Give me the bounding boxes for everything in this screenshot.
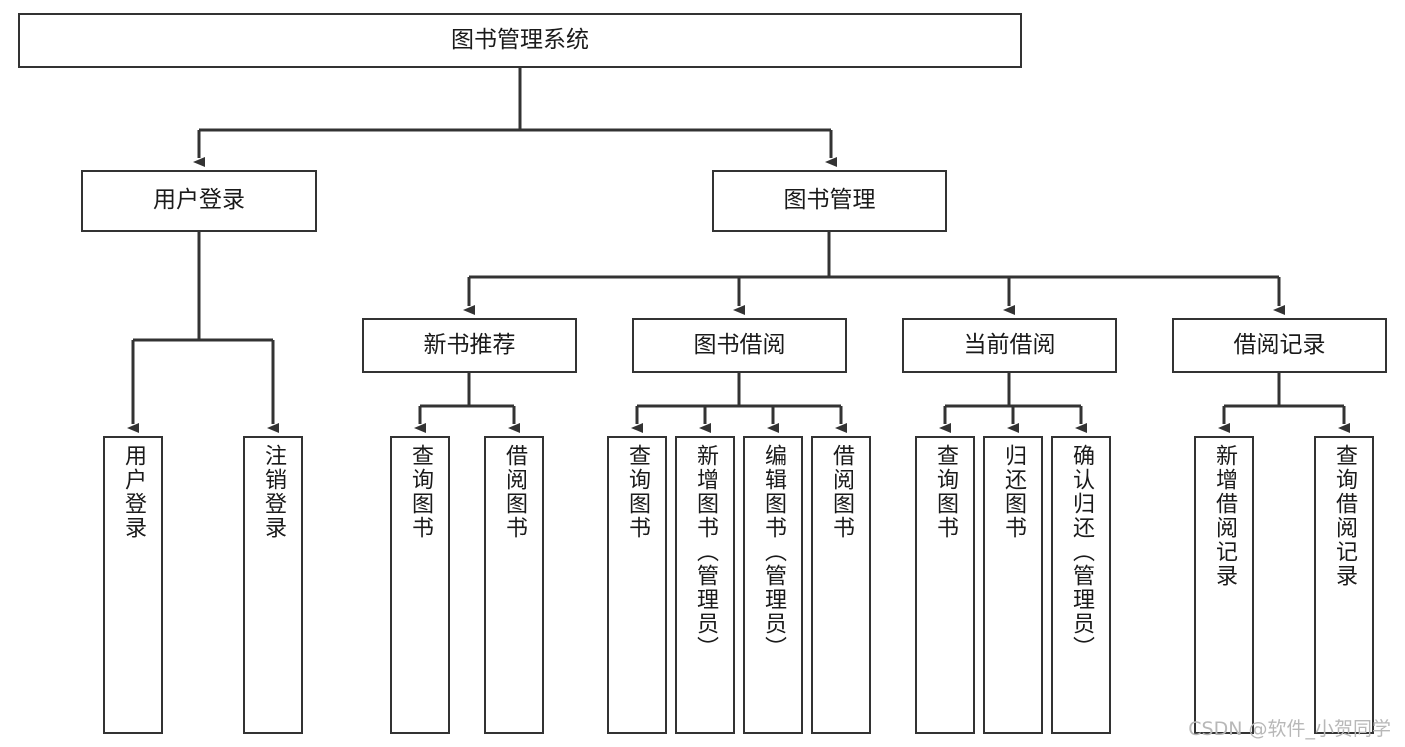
node-label: 图书借阅: [693, 331, 786, 358]
node-book-borrow[interactable]: 图书借阅: [632, 318, 847, 373]
node-borrow-record[interactable]: 借阅记录: [1172, 318, 1387, 373]
node-leaf-borrow-book[interactable]: 借阅图书: [811, 436, 871, 734]
node-label: 借阅记录: [1233, 331, 1326, 358]
node-label: 新书推荐: [423, 331, 516, 358]
node-label: 新增借阅记录: [1212, 444, 1237, 588]
node-label: 当前借阅: [963, 331, 1056, 358]
node-new-book-recommend[interactable]: 新书推荐: [362, 318, 577, 373]
node-label: 图书管理: [783, 187, 876, 214]
node-label: 用户登录: [153, 187, 245, 214]
node-current-borrow[interactable]: 当前借阅: [902, 318, 1117, 373]
node-label: 归还图书: [1001, 444, 1026, 540]
node-leaf-query-book-borrow[interactable]: 查询图书: [607, 436, 667, 734]
node-label: 用户登录: [121, 444, 146, 540]
node-user-login[interactable]: 用户登录: [81, 170, 317, 232]
node-label: 编辑图书（管理员）: [761, 444, 786, 660]
node-label: 查询图书: [933, 444, 958, 540]
node-leaf-query-book-current[interactable]: 查询图书: [915, 436, 975, 734]
node-label: 查询图书: [625, 444, 650, 540]
node-leaf-edit-book-admin[interactable]: 编辑图书（管理员）: [743, 436, 803, 734]
node-leaf-query-book-recommend[interactable]: 查询图书: [390, 436, 450, 734]
node-label: 图书管理系统: [451, 26, 589, 53]
node-leaf-add-borrow-record[interactable]: 新增借阅记录: [1194, 436, 1254, 734]
node-label: 借阅图书: [502, 444, 527, 540]
node-leaf-confirm-return-admin[interactable]: 确认归还（管理员）: [1051, 436, 1111, 734]
node-root-system[interactable]: 图书管理系统: [18, 13, 1022, 68]
node-label: 借阅图书: [829, 444, 854, 540]
node-leaf-borrow-book-recommend[interactable]: 借阅图书: [484, 436, 544, 734]
node-leaf-logout-login[interactable]: 注销登录: [243, 436, 303, 734]
node-leaf-user-login[interactable]: 用户登录: [103, 436, 163, 734]
node-label: 查询借阅记录: [1332, 444, 1357, 588]
node-book-management[interactable]: 图书管理: [712, 170, 947, 232]
node-leaf-add-book-admin[interactable]: 新增图书（管理员）: [675, 436, 735, 734]
node-leaf-return-book[interactable]: 归还图书: [983, 436, 1043, 734]
node-label: 注销登录: [261, 444, 286, 540]
node-label: 确认归还（管理员）: [1069, 444, 1094, 660]
node-leaf-query-borrow-record[interactable]: 查询借阅记录: [1314, 436, 1374, 734]
node-label: 查询图书: [408, 444, 433, 540]
node-label: 新增图书（管理员）: [693, 444, 718, 660]
